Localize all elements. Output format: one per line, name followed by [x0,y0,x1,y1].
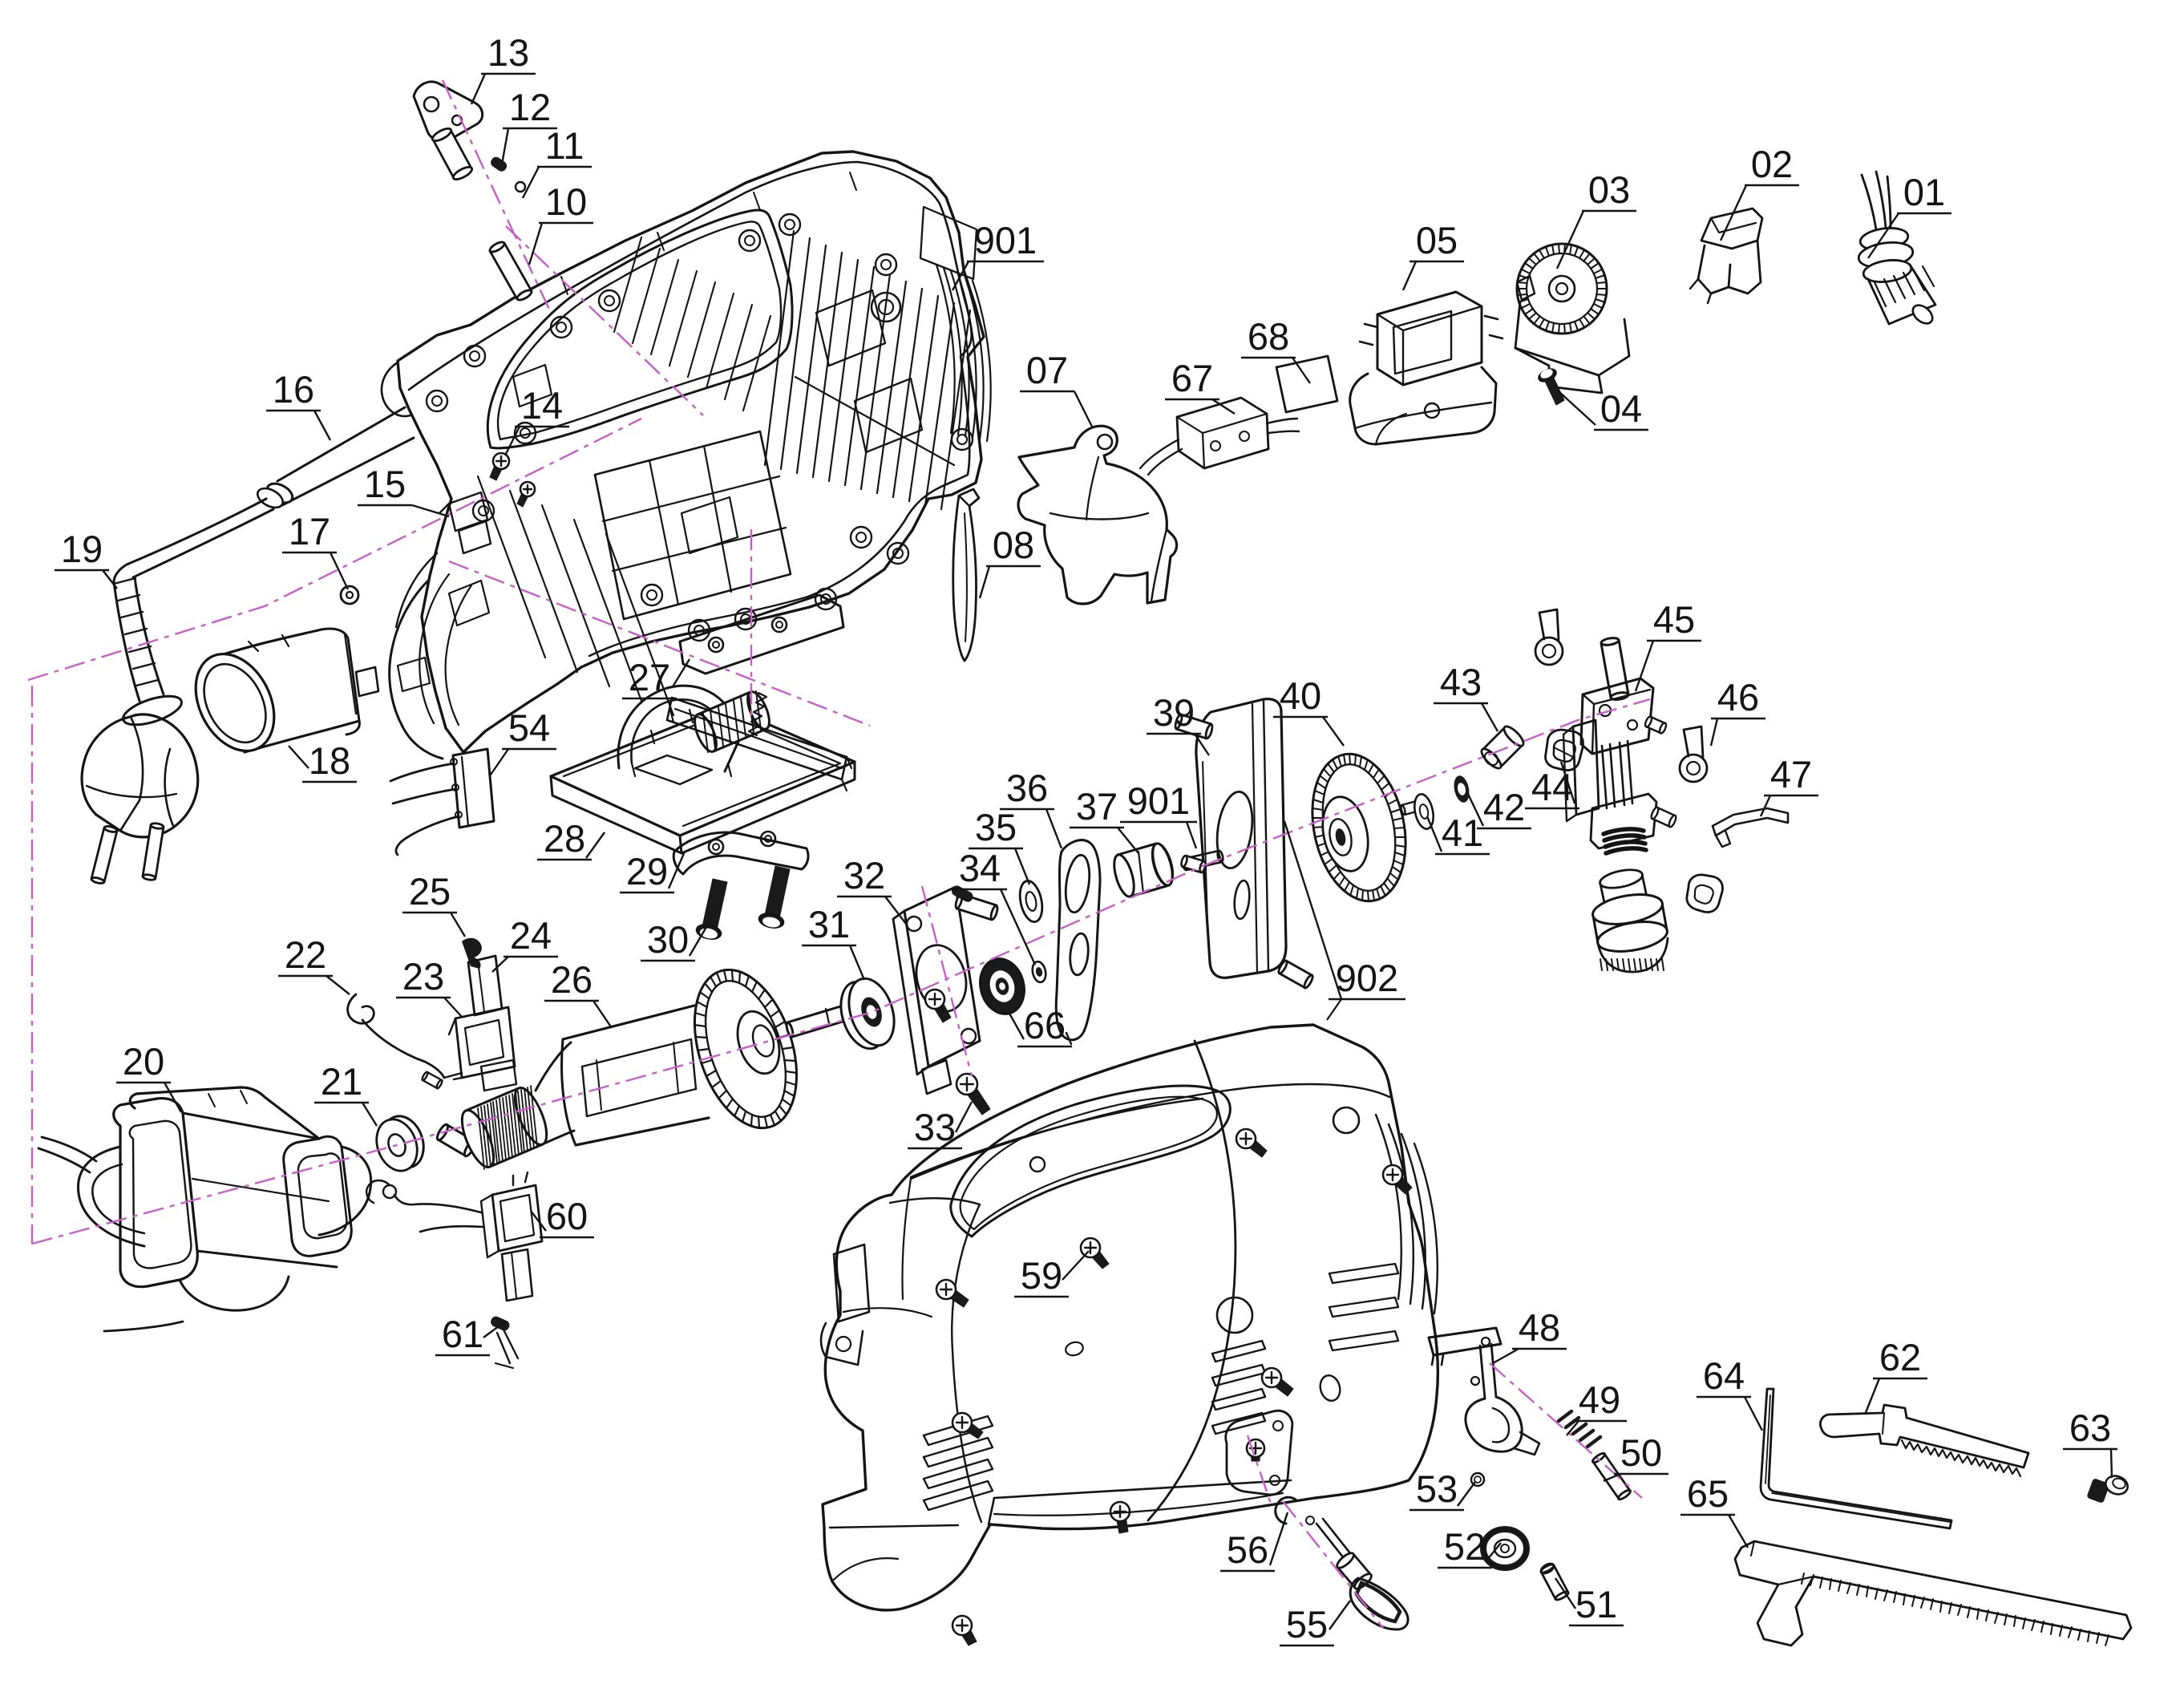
svg-text:14: 14 [521,384,563,427]
svg-text:64: 64 [1703,1354,1745,1397]
svg-text:21: 21 [321,1060,362,1103]
svg-text:04: 04 [1600,387,1642,430]
svg-text:61: 61 [442,1313,483,1355]
svg-text:46: 46 [1717,676,1759,718]
svg-text:17: 17 [289,510,330,553]
svg-text:68: 68 [1248,315,1289,358]
svg-text:51: 51 [1575,1583,1617,1625]
svg-text:28: 28 [544,817,585,860]
svg-text:35: 35 [975,806,1017,848]
svg-text:52: 52 [1444,1525,1486,1568]
svg-text:48: 48 [1519,1306,1560,1349]
svg-text:901: 901 [1127,779,1190,822]
svg-text:05: 05 [1416,219,1458,261]
svg-text:24: 24 [510,914,552,957]
svg-text:20: 20 [123,1040,164,1083]
svg-text:44: 44 [1531,766,1573,808]
svg-text:29: 29 [626,850,668,893]
svg-text:33: 33 [914,1106,956,1148]
svg-text:45: 45 [1653,598,1695,641]
svg-text:18: 18 [309,739,350,782]
svg-text:54: 54 [508,706,550,749]
svg-text:10: 10 [545,180,587,223]
svg-text:56: 56 [1227,1528,1268,1571]
svg-text:37: 37 [1076,785,1118,828]
svg-text:03: 03 [1588,168,1630,211]
svg-text:30: 30 [647,918,689,961]
svg-text:63: 63 [2069,1407,2111,1449]
svg-text:08: 08 [993,524,1034,566]
svg-text:67: 67 [1171,357,1213,399]
svg-text:23: 23 [402,955,444,998]
svg-text:27: 27 [629,656,670,698]
svg-text:901: 901 [974,219,1037,261]
svg-text:55: 55 [1286,1603,1328,1645]
svg-text:62: 62 [1879,1336,1921,1378]
svg-text:02: 02 [1751,143,1793,185]
svg-text:34: 34 [959,847,1001,889]
svg-text:42: 42 [1483,786,1525,828]
svg-text:47: 47 [1770,753,1812,795]
svg-text:40: 40 [1280,674,1321,717]
svg-text:19: 19 [61,528,103,570]
svg-text:26: 26 [551,958,593,1001]
svg-text:11: 11 [545,124,584,167]
svg-text:43: 43 [1440,661,1482,703]
svg-text:15: 15 [364,463,406,505]
svg-text:31: 31 [808,903,850,945]
svg-text:59: 59 [1021,1254,1062,1297]
svg-text:902: 902 [1336,957,1398,999]
svg-text:01: 01 [1903,171,1945,213]
svg-text:53: 53 [1416,1467,1458,1510]
svg-text:65: 65 [1687,1472,1729,1515]
svg-text:49: 49 [1579,1378,1620,1421]
svg-text:32: 32 [843,854,885,897]
svg-text:25: 25 [409,870,451,913]
svg-text:60: 60 [546,1195,588,1237]
svg-text:66: 66 [1024,1004,1066,1046]
svg-text:41: 41 [1442,812,1483,854]
svg-text:13: 13 [487,31,529,74]
svg-text:12: 12 [509,86,551,128]
svg-text:07: 07 [1026,349,1068,391]
svg-text:39: 39 [1153,691,1195,734]
svg-text:50: 50 [1620,1431,1662,1474]
svg-text:22: 22 [285,933,326,976]
svg-text:16: 16 [273,368,314,411]
svg-text:36: 36 [1006,767,1048,809]
